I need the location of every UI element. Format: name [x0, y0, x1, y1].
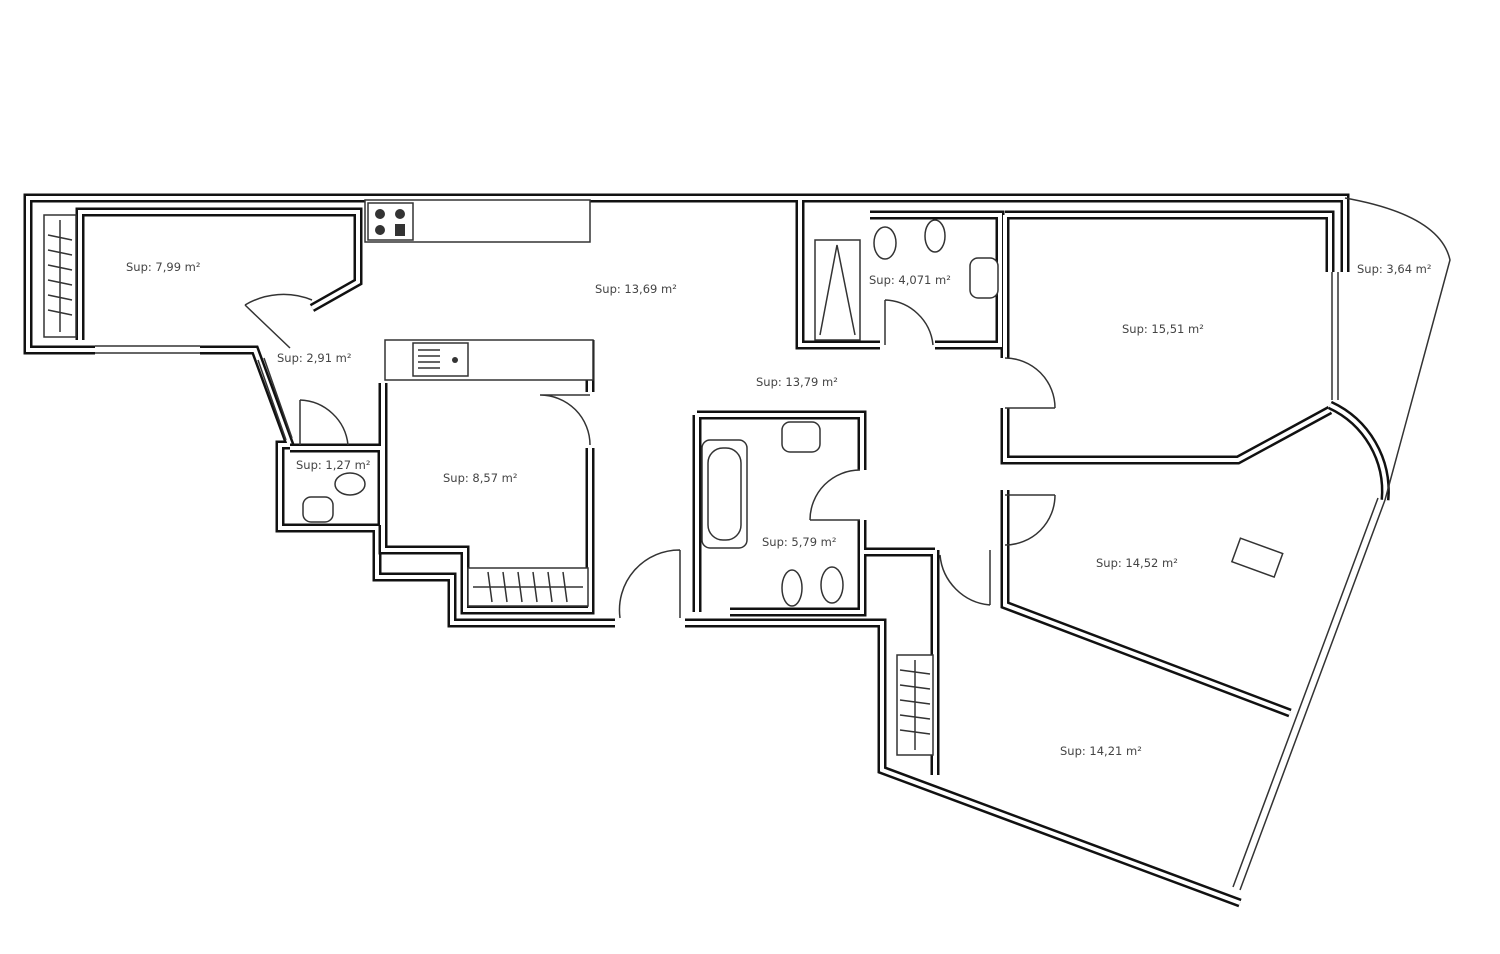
room-area-label: Sup: 8,57 m² — [443, 471, 518, 485]
bidet-icon — [781, 569, 803, 607]
walls — [23, 193, 1390, 908]
room-area-label: Sup: 13,79 m² — [756, 375, 838, 389]
washbasin-icon — [969, 257, 999, 299]
room-area-label: Sup: 2,91 m² — [277, 351, 352, 365]
wardrobe-icon — [467, 567, 589, 607]
wardrobe-icon — [43, 214, 77, 338]
room-area-label: Sup: 5,79 m² — [762, 535, 837, 549]
washbasin-icon — [781, 421, 821, 453]
fixtures — [43, 199, 1284, 756]
room-area-label: Sup: 3,64 m² — [1357, 262, 1432, 276]
room-area-label: Sup: 14,52 m² — [1096, 556, 1178, 570]
room-area-label: Sup: 15,51 m² — [1122, 322, 1204, 336]
bathtub-icon — [701, 439, 748, 549]
toilet-icon — [334, 472, 366, 496]
sink-icon — [412, 342, 469, 377]
windows — [95, 197, 1451, 891]
room-area-label: Sup: 7,99 m² — [126, 260, 201, 274]
stove-icon — [367, 202, 414, 241]
room-area-label: Sup: 4,071 m² — [869, 273, 951, 287]
toilet-icon — [820, 566, 844, 604]
bidet-icon — [924, 219, 946, 253]
doors — [244, 293, 1056, 619]
wardrobe-icon — [896, 654, 934, 756]
washbasin-icon — [302, 496, 334, 523]
toilet-icon — [873, 226, 897, 260]
room-area-label: Sup: 13,69 m² — [595, 282, 677, 296]
room-area-label: Sup: 14,21 m² — [1060, 744, 1142, 758]
table-icon — [1230, 537, 1284, 579]
room-area-label: Sup: 1,27 m² — [296, 458, 371, 472]
